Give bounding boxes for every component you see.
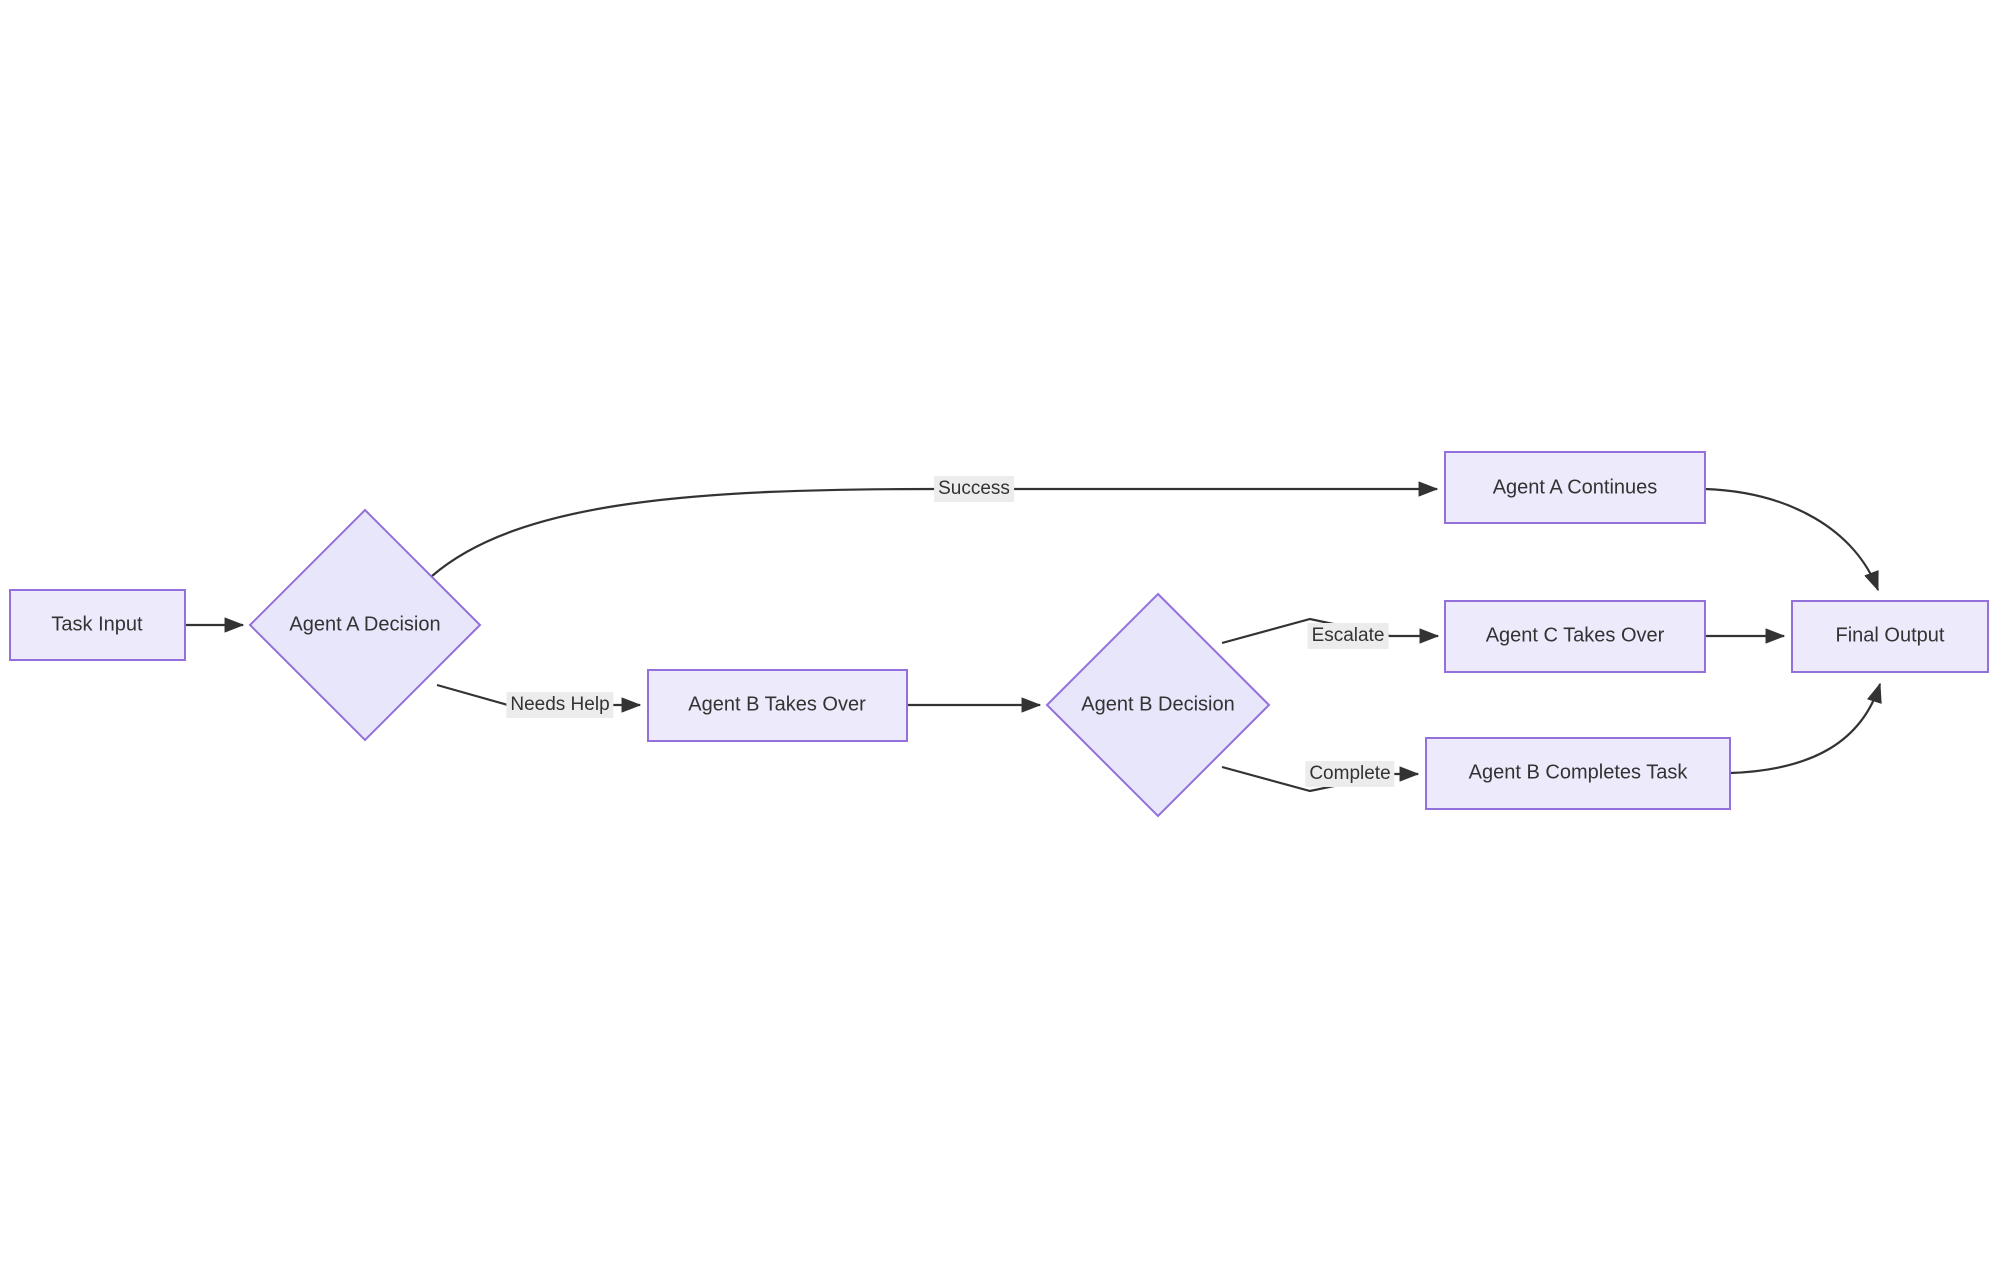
node-final-output[interactable] xyxy=(1792,601,1988,672)
node-shape-agent-a-decision[interactable] xyxy=(248,508,482,742)
edge-agent-a-decision-to-agent-a-continues xyxy=(431,481,1439,577)
edge-label-success: Success xyxy=(934,476,1014,502)
node-agent-b-takes-over[interactable] xyxy=(648,670,907,741)
node-shape-agent-b-takes-over[interactable] xyxy=(647,669,908,742)
node-shape-agent-b-completes-task[interactable] xyxy=(1425,737,1731,810)
edge-agent-a-continues-to-final-output xyxy=(1704,487,1880,592)
node-agent-a-continues[interactable] xyxy=(1445,452,1705,523)
node-agent-b-decision[interactable] xyxy=(1047,594,1269,816)
node-agent-c-takes-over[interactable] xyxy=(1445,601,1705,672)
node-agent-b-completes-task[interactable] xyxy=(1426,738,1730,809)
edge-agent-b-completes-task-to-final-output xyxy=(1729,682,1882,775)
node-shape-agent-a-continues[interactable] xyxy=(1444,451,1706,524)
node-shape-final-output[interactable] xyxy=(1791,600,1989,673)
edge-label-complete: Complete xyxy=(1305,761,1395,787)
node-task-input[interactable] xyxy=(10,590,185,660)
node-shape-agent-c-takes-over[interactable] xyxy=(1444,600,1706,673)
node-agent-a-decision[interactable] xyxy=(250,510,480,740)
edge-label-needs-help: Needs Help xyxy=(506,692,614,718)
node-shape-agent-b-decision[interactable] xyxy=(1045,592,1271,818)
node-shape-task-input[interactable] xyxy=(9,589,186,661)
node-layer xyxy=(9,451,1989,818)
edge-label-escalate: Escalate xyxy=(1307,623,1389,649)
